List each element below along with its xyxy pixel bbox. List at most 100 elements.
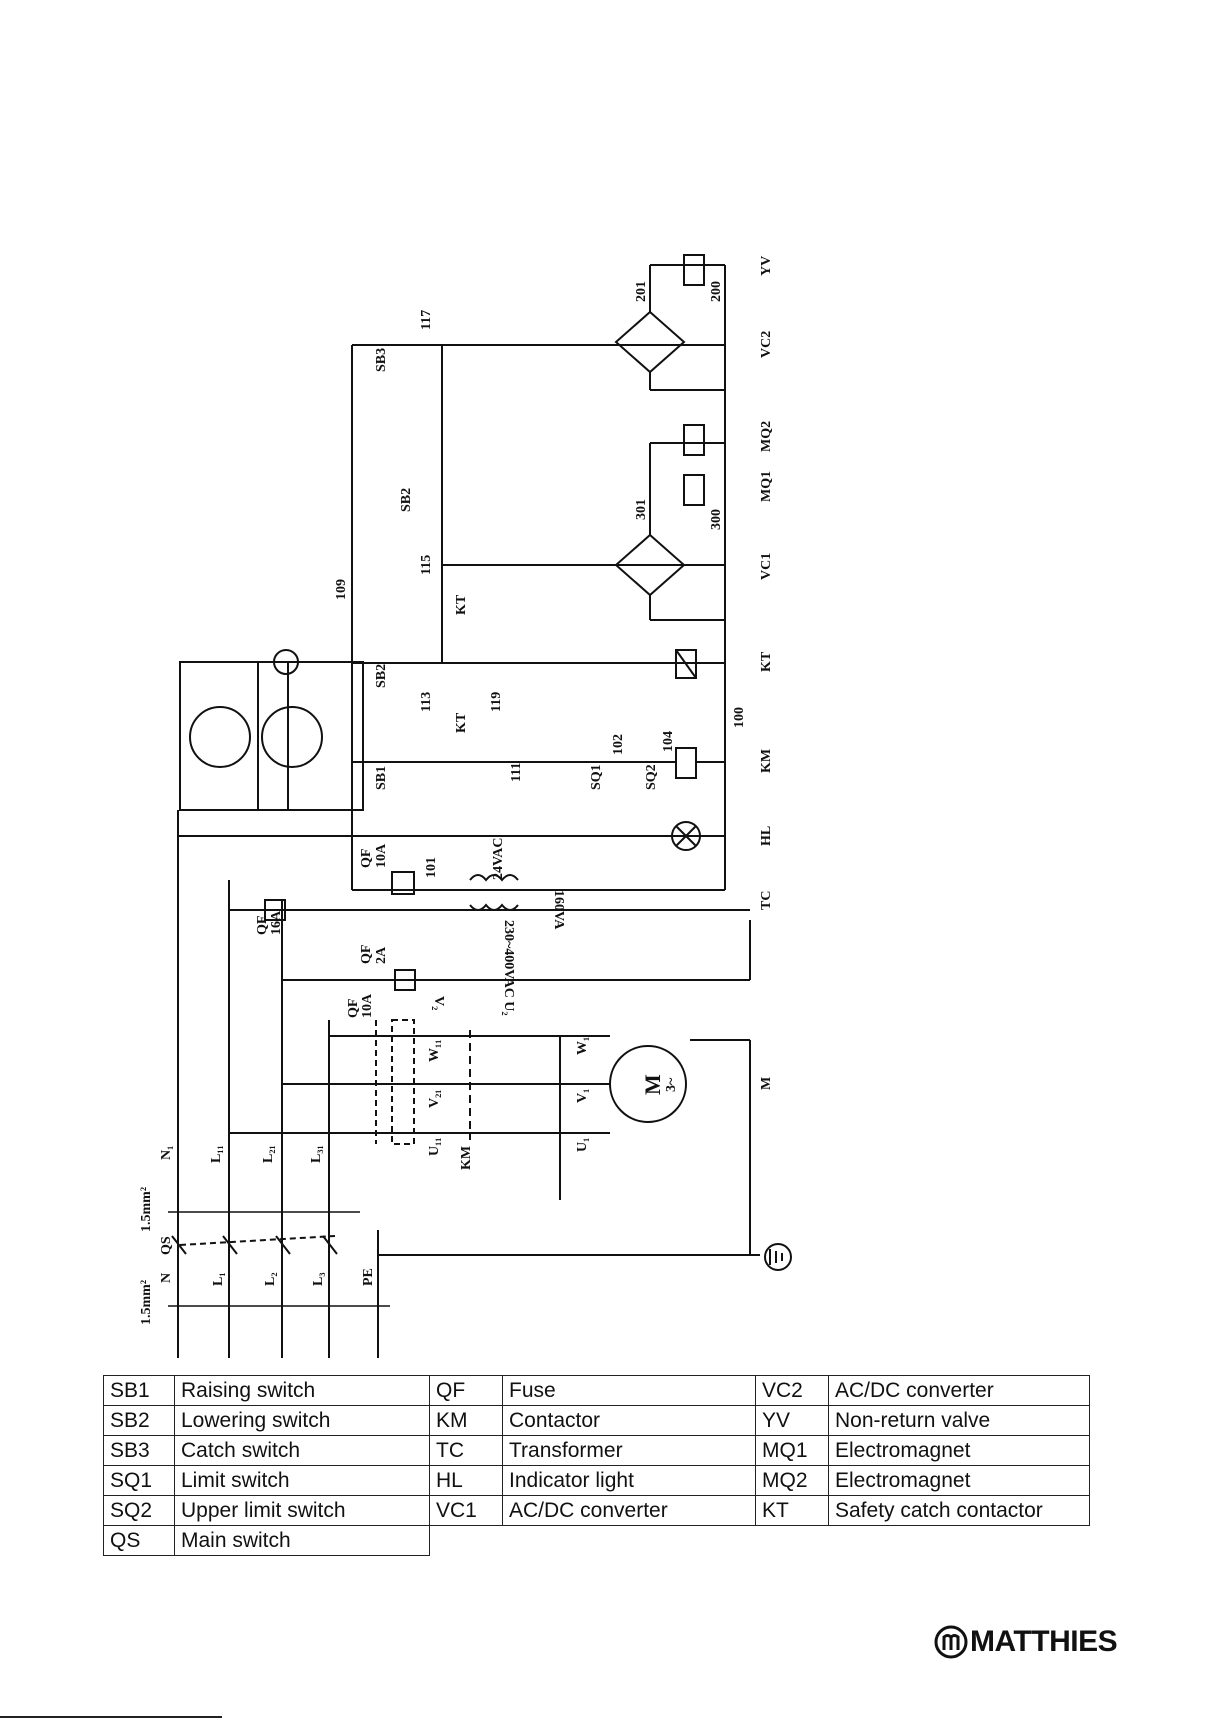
label-301: 301 — [634, 499, 649, 520]
label-w11: W₁₁ — [427, 1040, 442, 1062]
legend-desc: Fuse — [502, 1375, 756, 1406]
label-l2: L₂ — [263, 1272, 278, 1286]
label-l1: L₁ — [211, 1272, 226, 1286]
table-row: SB3 Catch switch TC Transformer MQ1 Elec… — [103, 1435, 1090, 1466]
legend-desc: AC/DC converter — [828, 1375, 1090, 1406]
label-l3: L₃ — [311, 1272, 326, 1286]
rail-vc1: VC1 — [759, 553, 774, 580]
label-qf3-rating: 2A — [374, 946, 389, 964]
legend-desc: AC/DC converter — [502, 1495, 756, 1526]
legend-desc: Catch switch — [174, 1435, 430, 1466]
label-qf4-rating: 10A — [360, 993, 375, 1018]
legend-code: SB1 — [103, 1375, 175, 1406]
rail-yv: YV — [759, 256, 774, 276]
legend-code: TC — [429, 1435, 503, 1466]
rail-mq2: MQ2 — [759, 421, 774, 452]
label-v1: V₁ — [575, 1089, 590, 1103]
label-l31: L₃₁ — [309, 1145, 324, 1163]
legend-desc: Contactor — [502, 1405, 756, 1436]
label-n: N — [159, 1273, 174, 1283]
label-201: 201 — [634, 281, 649, 302]
label-km-main: KM — [459, 1146, 474, 1170]
rail-km: KM — [759, 749, 774, 773]
rail-tc: TC — [759, 891, 774, 910]
label-300: 300 — [709, 509, 724, 530]
label-tr-secondary: 24VAC — [491, 837, 506, 880]
label-qf4: QF — [346, 999, 361, 1018]
legend-code: KT — [755, 1495, 829, 1526]
legend-desc: Limit switch — [174, 1465, 430, 1496]
legend-code: KM — [429, 1405, 503, 1436]
label-109: 109 — [334, 579, 349, 600]
label-n1: N₁ — [159, 1146, 174, 1160]
label-motor-sub: 3~ — [664, 1077, 679, 1092]
legend-code: MQ2 — [755, 1465, 829, 1496]
legend-desc: Transformer — [502, 1435, 756, 1466]
label-115: 115 — [419, 555, 434, 575]
label-qf1-rating: 10A — [374, 843, 389, 868]
label-l11: L₁₁ — [209, 1145, 224, 1163]
label-102: 102 — [611, 734, 626, 755]
label-u1: U₁ — [575, 1138, 590, 1152]
label-pe: PE — [361, 1268, 376, 1286]
label-cross-section-2: 1.5mm² — [139, 1280, 154, 1325]
legend-desc: Main switch — [174, 1525, 430, 1556]
table-row: SB1 Raising switch QF Fuse VC2 AC/DC con… — [103, 1375, 1090, 1406]
legend-desc: Non-return valve — [828, 1405, 1090, 1436]
matthies-logo-icon — [934, 1625, 968, 1659]
legend-desc: Safety catch contactor — [828, 1495, 1090, 1526]
component-legend-table: SB1 Raising switch QF Fuse VC2 AC/DC con… — [103, 1375, 1090, 1556]
rail-mq1: MQ1 — [759, 471, 774, 502]
legend-desc: Electromagnet — [828, 1465, 1090, 1496]
label-qs: QS — [159, 1236, 174, 1255]
legend-desc: Raising switch — [174, 1375, 430, 1406]
legend-code: VC2 — [755, 1375, 829, 1406]
label-117: 117 — [419, 310, 434, 330]
label-qf2: QF — [255, 916, 270, 935]
label-kt-contact: KT — [454, 712, 469, 733]
label-u11: U₁₁ — [427, 1137, 442, 1156]
legend-code: YV — [755, 1405, 829, 1436]
brand-name: MATTHIES — [970, 1625, 1118, 1658]
legend-code: QS — [103, 1525, 175, 1556]
label-sq1: SQ1 — [589, 764, 604, 790]
label-sb1: SB1 — [374, 766, 389, 790]
wiring-diagram: SB1 SB2 SB3 SB2 SQ1 SQ2 KT KT 109 111 11… — [139, 254, 792, 1358]
legend-code: SB2 — [103, 1405, 175, 1436]
label-cross-section-1: 1.5mm² — [139, 1187, 154, 1232]
matthies-logo: MATTHIES — [934, 1622, 1118, 1662]
table-row: SQ2 Upper limit switch VC1 AC/DC convert… — [103, 1495, 1090, 1526]
label-sb2-b: SB2 — [399, 488, 414, 512]
label-kt-contact-2: KT — [454, 594, 469, 615]
label-v21: V₂₁ — [427, 1089, 442, 1108]
legend-desc: Upper limit switch — [174, 1495, 430, 1526]
bottom-rule — [0, 1716, 222, 1718]
label-qf2-rating: 16A — [269, 910, 284, 935]
label-200: 200 — [709, 281, 724, 302]
label-100: 100 — [732, 707, 747, 728]
legend-code: MQ1 — [755, 1435, 829, 1466]
legend-empty-cell — [430, 1526, 1090, 1556]
label-v2: V₂ — [431, 996, 446, 1010]
legend-code: SQ1 — [103, 1465, 175, 1496]
label-113: 113 — [419, 692, 434, 712]
legend-code: SB3 — [103, 1435, 175, 1466]
legend-code: HL — [429, 1465, 503, 1496]
label-w1: W₁ — [575, 1037, 590, 1055]
legend-desc: Electromagnet — [828, 1435, 1090, 1466]
label-sb3: SB3 — [374, 348, 389, 372]
label-119: 119 — [489, 692, 504, 712]
rail-m: M — [759, 1077, 774, 1090]
legend-desc: Lowering switch — [174, 1405, 430, 1436]
rail-vc2: VC2 — [759, 331, 774, 358]
label-tr-va: 160VA — [551, 890, 566, 930]
rail-hl: HL — [759, 826, 774, 846]
legend-code: VC1 — [429, 1495, 503, 1526]
label-104: 104 — [661, 731, 676, 752]
label-l21: L₂₁ — [261, 1145, 276, 1163]
rail-kt: KT — [759, 651, 774, 672]
label-qf1: QF — [359, 849, 374, 868]
legend-code: SQ2 — [103, 1495, 175, 1526]
label-qf3: QF — [359, 945, 374, 964]
table-row: SB2 Lowering switch KM Contactor YV Non-… — [103, 1405, 1090, 1436]
